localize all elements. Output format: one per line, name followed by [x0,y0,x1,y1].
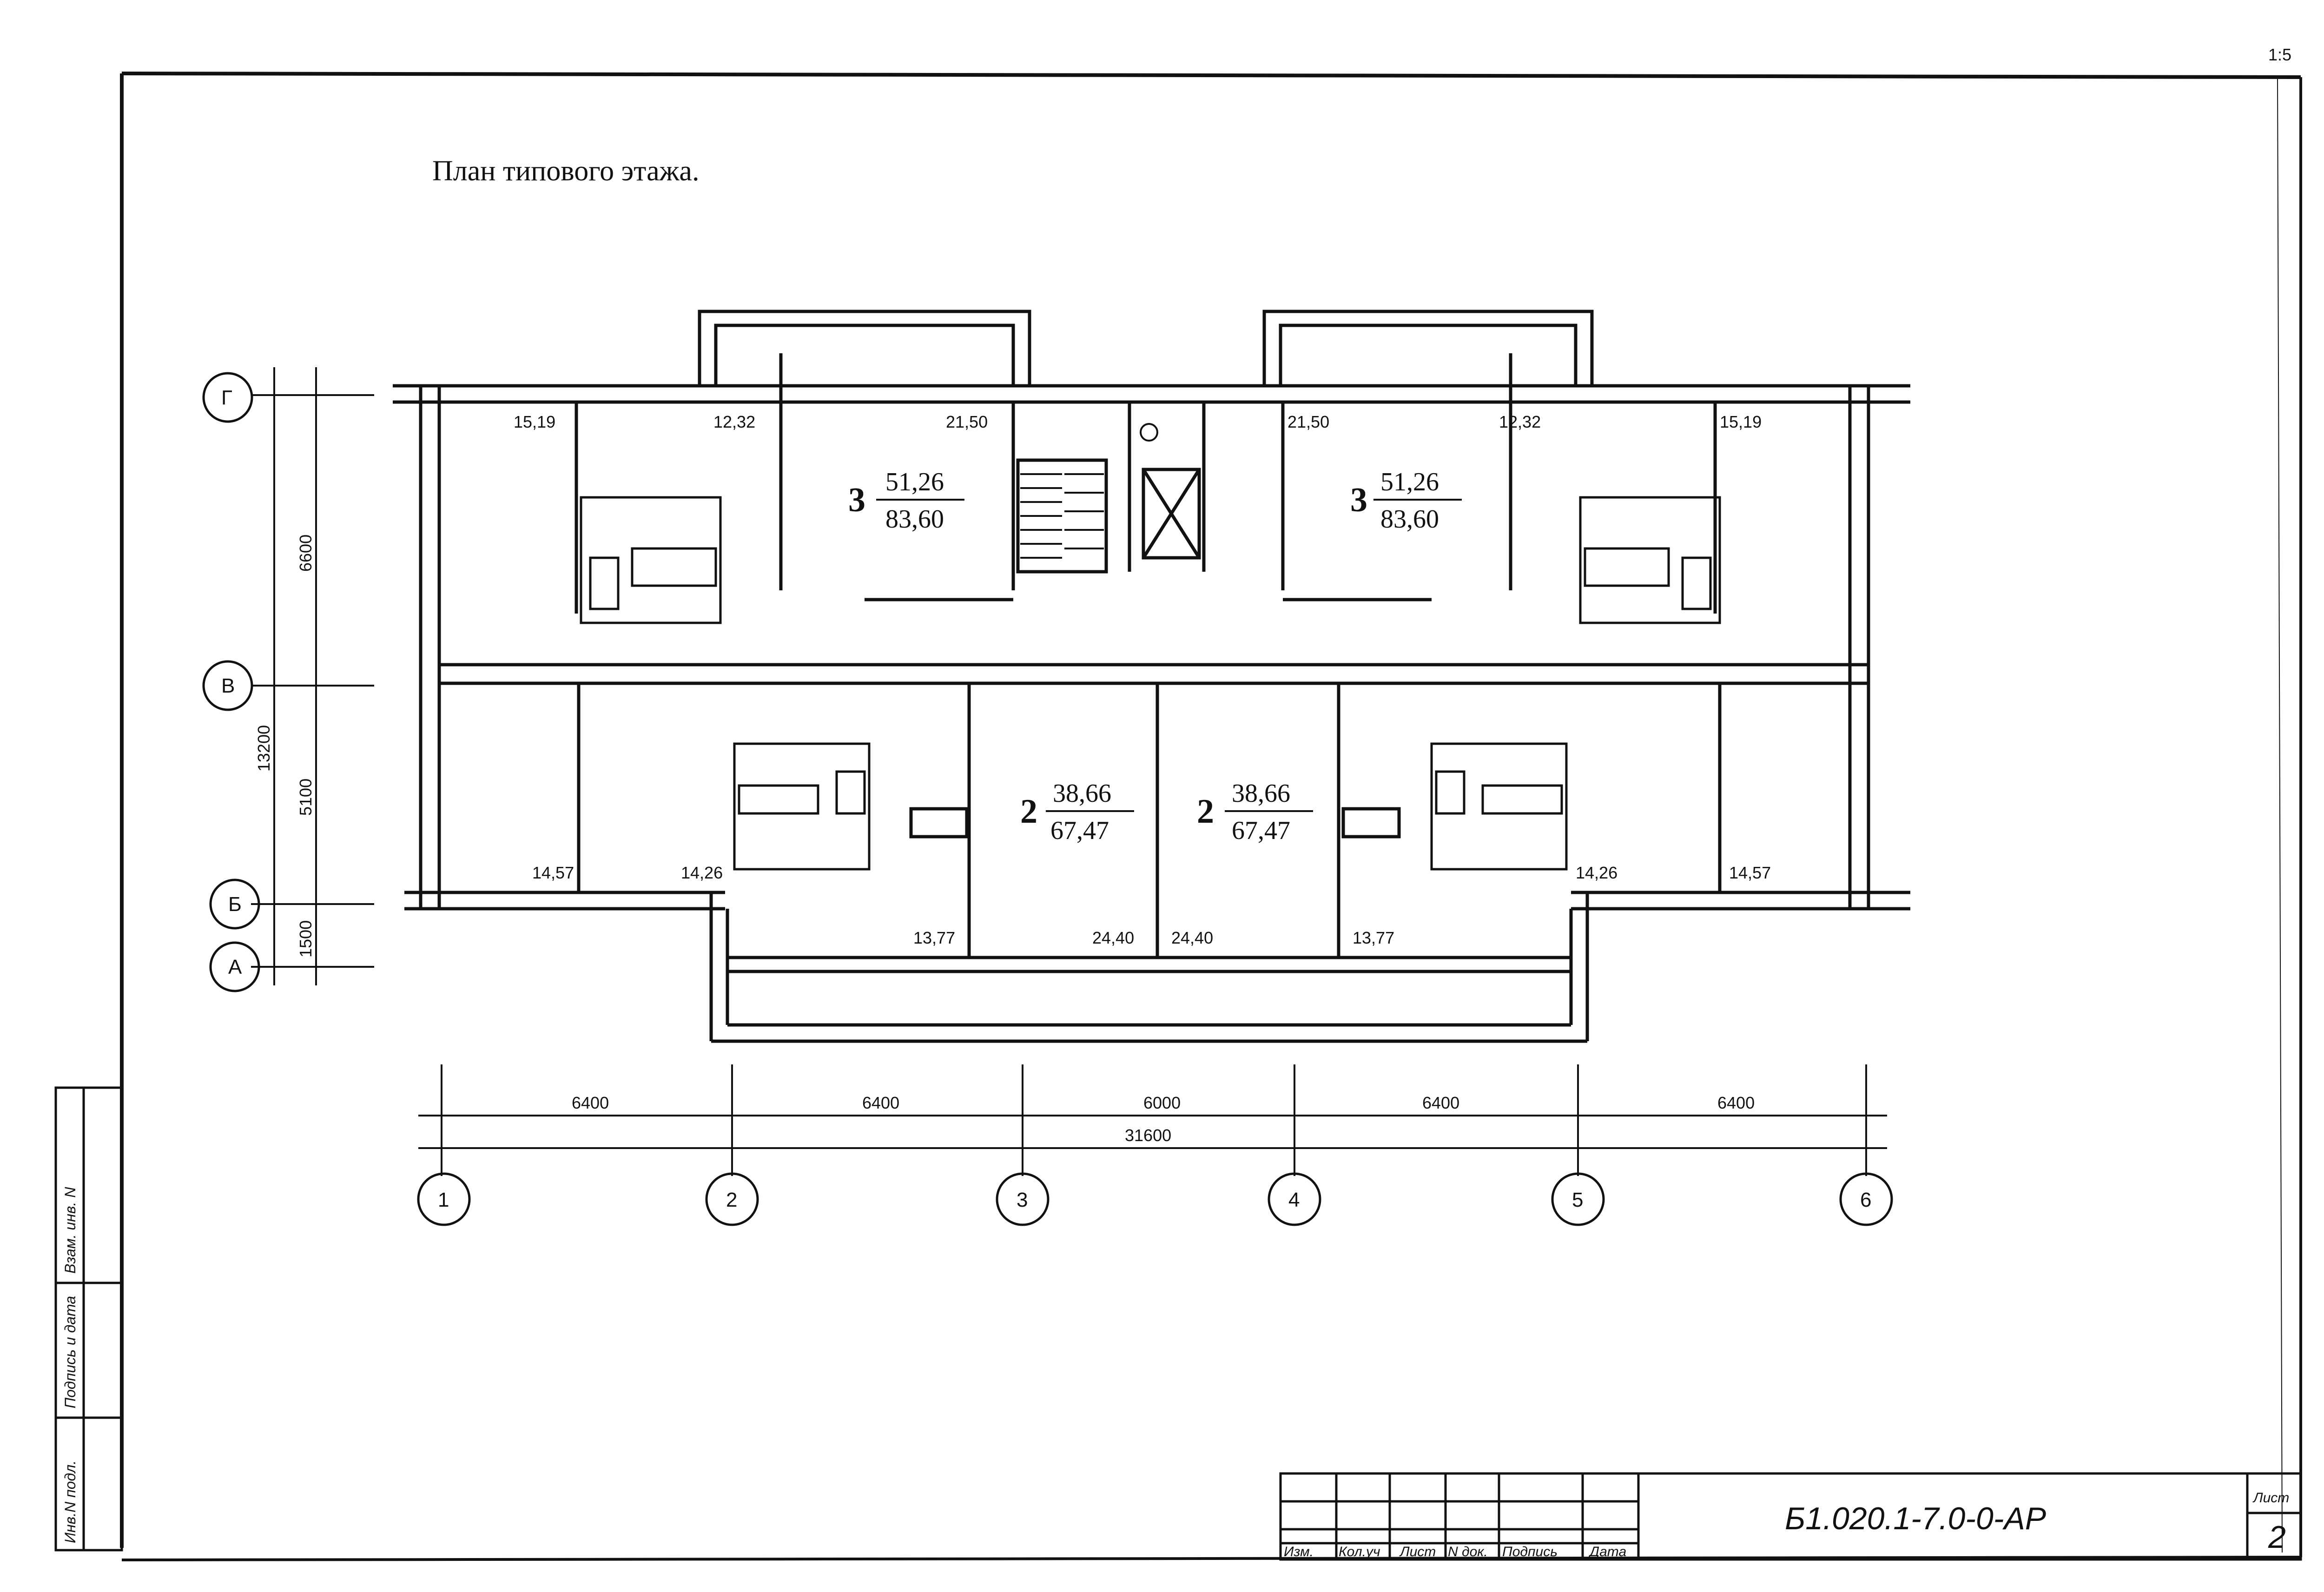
vertical-dim: 6600 [296,535,315,572]
horizontal-dim: 6400 [1422,1093,1459,1112]
apartment-living-area: 38,66 [1232,779,1290,808]
horizontal-total: 31600 [1125,1126,1171,1145]
room-area: 14,57 [1729,863,1771,882]
horizontal-dim: 6400 [862,1093,899,1112]
title-block-column: Изм. [1284,1544,1314,1559]
room-area: 14,26 [681,863,723,882]
apartment-living-area: 38,66 [1053,779,1111,808]
apartment-total-area: 83,60 [885,505,944,534]
apartment-rooms: 3 [1350,481,1367,519]
plan-title: План типового этажа. [432,155,699,187]
horizontal-dimensions [418,1064,1887,1176]
apartment-labels: 3 51,26 83,60 3 51,26 83,60 2 38,66 67,4… [848,468,1462,845]
apartment-4: 2 38,66 67,47 [1197,779,1313,845]
apartment-total-area: 67,47 [1232,816,1290,845]
axis-label: 2 [726,1189,737,1211]
sheet-frame [120,72,2302,1561]
axis-label: Г [221,386,232,409]
sanitary-fixtures [580,496,1721,871]
apartment-total-area: 67,47 [1050,816,1109,845]
horizontal-dim: 6400 [1717,1093,1755,1112]
room-area: 21,50 [946,412,988,431]
axis-label: Б [228,893,242,916]
room-area: 13,77 [913,928,955,947]
axis-label: 5 [1572,1189,1583,1211]
apartment-3: 2 38,66 67,47 [1020,779,1134,845]
side-stamp [54,1086,123,1552]
vertical-total: 13200 [254,725,273,772]
title-block-column: N док. [1448,1544,1488,1559]
axis-label: 1 [438,1189,449,1211]
column-axes [417,1172,1893,1226]
apartment-living-area: 51,26 [885,468,944,496]
sheet-label: Лист [2252,1490,2289,1506]
horizontal-dim: 6400 [572,1093,609,1112]
apartment-rooms: 3 [848,481,865,519]
apartment-2: 3 51,26 83,60 [1350,468,1462,534]
vertical-dim: 1500 [296,920,315,958]
stair-steps [1020,423,1158,559]
vertical-dim: 5100 [296,779,315,816]
room-area: 12,32 [713,412,755,431]
apartment-1: 3 51,26 83,60 [848,468,964,534]
title-block-column: Подпись [1502,1544,1558,1559]
room-area: 14,57 [532,863,574,882]
room-areas: 15,19 12,32 21,50 21,50 12,32 15,19 14,5… [514,412,1771,947]
drawing-code: Б1.020.1-7.0-0-АР [1785,1501,2046,1536]
side-stamp-label: Инв.N подл. [62,1460,79,1543]
room-area: 15,19 [1720,412,1762,431]
room-area: 15,19 [514,412,555,431]
room-area: 13,77 [1353,928,1394,947]
axis-label: 6 [1860,1189,1871,1211]
apartment-total-area: 83,60 [1380,505,1439,534]
apartment-living-area: 51,26 [1380,468,1439,496]
building-walls [393,310,1910,1043]
room-area: 24,40 [1092,928,1134,947]
title-block [1279,1472,2302,1561]
axis-label: 4 [1288,1189,1300,1211]
side-stamp-label: Взам. инв. N [62,1187,79,1274]
title-block-column: Дата [1588,1544,1626,1559]
room-area: 14,26 [1576,863,1618,882]
room-area: 12,32 [1499,412,1541,431]
axis-label: В [221,674,235,697]
title-block-column: Лист [1399,1544,1436,1559]
axis-label: А [228,956,242,978]
room-area: 24,40 [1171,928,1213,947]
corner-mark: 1:5 [2268,45,2291,64]
apartment-rooms: 2 [1020,793,1037,831]
vertical-dimensions [251,367,374,985]
row-axes [202,372,260,992]
room-area: 21,50 [1287,412,1329,431]
axis-label: 3 [1017,1189,1028,1211]
sheet-number: 2 [2268,1519,2286,1555]
side-stamp-label: Подпись и дата [62,1296,79,1408]
horizontal-dim: 6000 [1143,1093,1181,1112]
title-block-column: Кол.уч [1339,1544,1380,1559]
apartment-rooms: 2 [1197,793,1214,831]
